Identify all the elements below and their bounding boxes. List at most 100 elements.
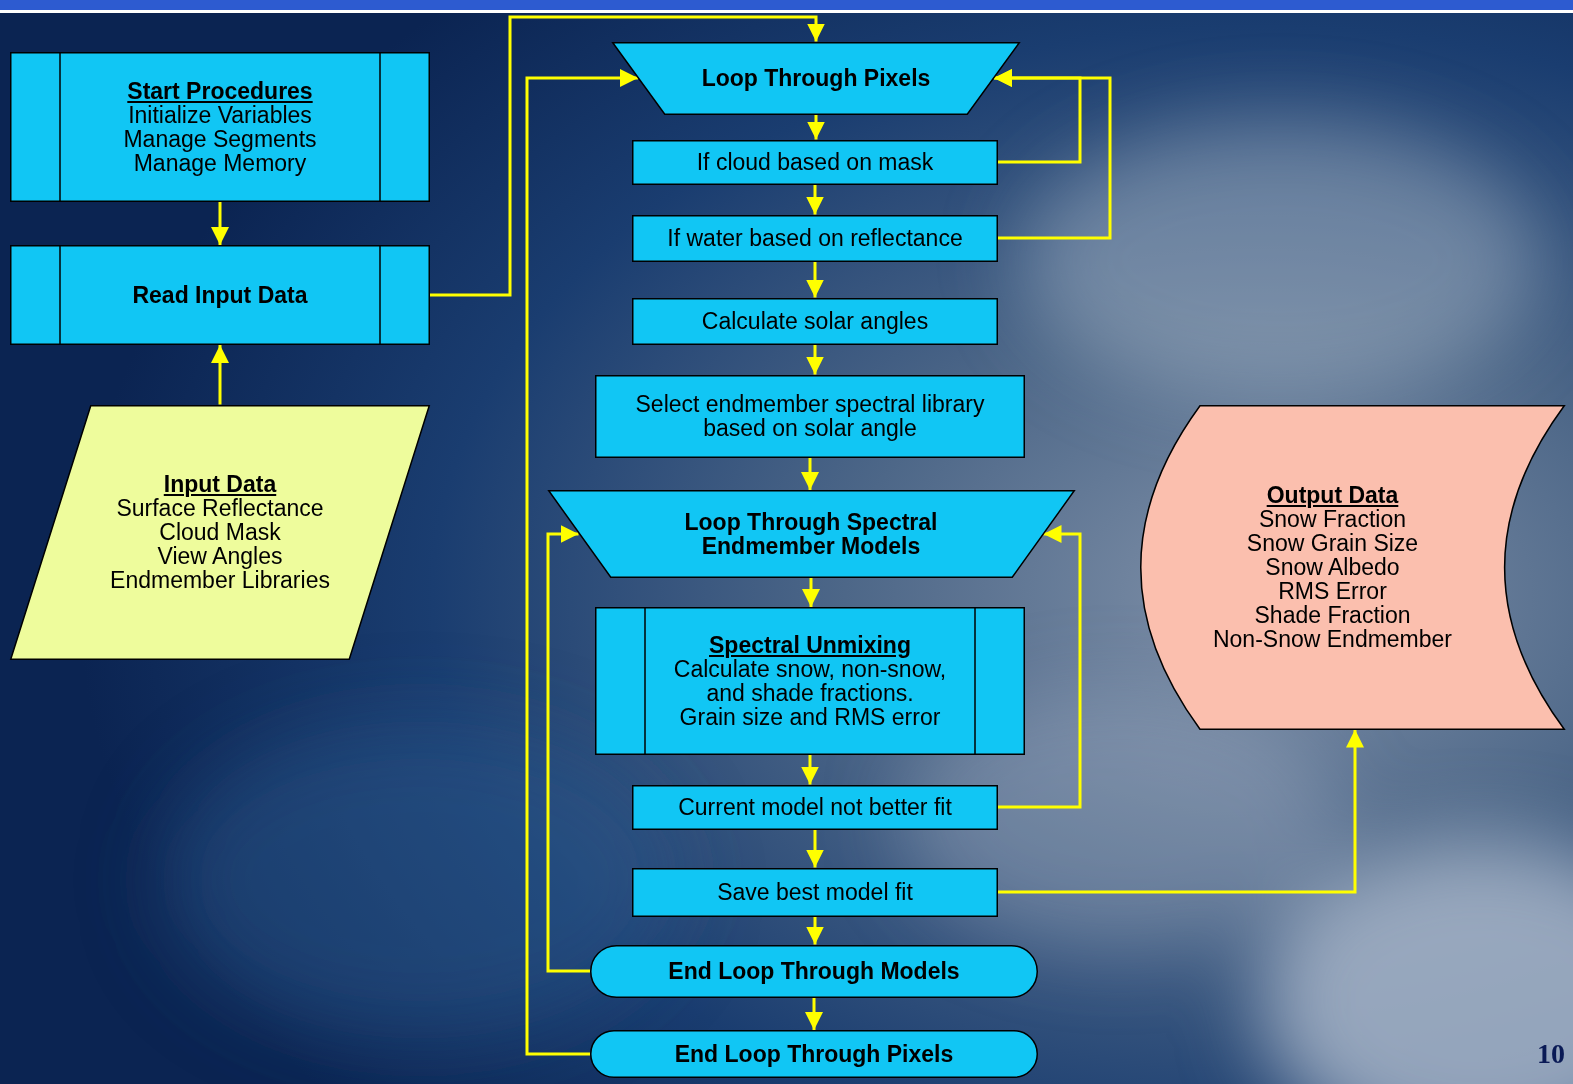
text-group: Save best model fit — [717, 880, 913, 904]
flow-arrow — [814, 262, 817, 298]
flow-arrow — [994, 78, 1110, 238]
text-line: Cloud Mask — [110, 520, 330, 544]
process-bar — [59, 246, 61, 345]
box-text: Loop Through Spectral Endmember Models — [685, 510, 938, 558]
shape-fill — [633, 868, 998, 916]
text-line: Snow Fraction — [1213, 507, 1452, 531]
box-heading: Output Data — [1213, 483, 1452, 507]
text-line: View Angles — [110, 544, 330, 568]
box-text: Calculate solar angles — [702, 309, 928, 333]
top-bar — [0, 0, 1573, 10]
shape-fill — [11, 53, 430, 202]
process-box: Select endmember spectral library based … — [595, 375, 1025, 458]
flow-arrow — [809, 755, 812, 785]
box-text: Read Input Data — [132, 283, 307, 307]
text-line: Snow Albedo — [1213, 555, 1452, 579]
text-line: Shade Fraction — [1213, 603, 1452, 627]
text-group: End Loop Through Models — [668, 959, 959, 983]
process-box: If water based on reflectance — [632, 215, 998, 262]
process-bar — [59, 53, 61, 202]
box-text: Loop Through Pixels — [702, 66, 931, 90]
box-text: Save best model fit — [717, 880, 913, 904]
text-group: Current model not better fit — [678, 795, 952, 819]
process-bar — [379, 246, 381, 345]
box-text: If water based on reflectance — [667, 226, 962, 250]
text-group: Loop Through Spectral Endmember Models — [685, 510, 938, 558]
shape-fill — [11, 246, 430, 345]
text-group: Input DataSurface Reflectance Cloud Mask… — [110, 472, 330, 593]
text-line: Calculate snow, non-snow, — [674, 657, 946, 681]
flow-arrow — [813, 998, 816, 1031]
top-rule — [0, 10, 1573, 13]
process-box: If cloud based on mask — [632, 140, 998, 185]
text-line: Manage Segments — [123, 127, 316, 151]
loop-limit-trapezoid: Loop Through Pixels — [612, 42, 1020, 115]
predefined-process-box: Start ProceduresInitialize Variables Man… — [10, 52, 430, 202]
flow-arrow — [809, 458, 812, 491]
terminator-stadium: End Loop Through Pixels — [590, 1030, 1038, 1078]
text-line: Manage Memory — [123, 151, 316, 175]
text-line: Loop Through Spectral — [685, 510, 938, 534]
flow-arrow — [219, 202, 222, 245]
box-text: If cloud based on mask — [697, 150, 934, 174]
text-line: Initialize Variables — [123, 103, 316, 127]
box-text: Select endmember spectral library based … — [636, 392, 985, 440]
flow-arrow — [994, 78, 1080, 162]
page-number: 10 — [1537, 1038, 1565, 1070]
shape-fill — [591, 1031, 1038, 1078]
text-line: Endmember Models — [685, 534, 938, 558]
flow-arrow — [814, 345, 817, 375]
text-group: If water based on reflectance — [667, 226, 962, 250]
box-text: Calculate snow, non-snow, and shade frac… — [674, 657, 946, 729]
predefined-process-box: Spectral UnmixingCalculate snow, non-sno… — [595, 607, 1025, 755]
flow-arrow — [998, 730, 1355, 893]
shape-fill — [591, 945, 1038, 997]
shape-fill — [633, 785, 998, 829]
box-text: Surface Reflectance Cloud Mask View Angl… — [110, 496, 330, 593]
flow-arrow — [814, 830, 817, 868]
text-group: Loop Through Pixels — [702, 66, 931, 90]
predefined-process-box: Read Input Data — [10, 245, 430, 345]
text-group: Start ProceduresInitialize Variables Man… — [123, 79, 316, 176]
process-box: Current model not better fit — [632, 785, 998, 830]
flow-arrow — [548, 534, 590, 971]
shape-fill — [11, 405, 430, 659]
process-bar — [974, 608, 976, 755]
text-line: Select endmember spectral library — [636, 392, 985, 416]
flow-arrow — [810, 578, 813, 607]
flow-arrow — [219, 345, 222, 405]
text-group: Read Input Data — [132, 283, 307, 307]
text-group: Spectral UnmixingCalculate snow, non-sno… — [674, 633, 946, 730]
text-line: RMS Error — [1213, 579, 1452, 603]
text-group: Output DataSnow Fraction Snow Grain Size… — [1213, 483, 1452, 652]
process-bar — [644, 608, 646, 755]
text-line: Grain size and RMS error — [674, 705, 946, 729]
text-line: based on solar angle — [636, 416, 985, 440]
terminator-stadium: End Loop Through Models — [590, 945, 1038, 998]
shape-fill — [1141, 405, 1565, 729]
loop-limit-trapezoid: Loop Through Spectral Endmember Models — [548, 490, 1075, 578]
box-heading: Input Data — [110, 472, 330, 496]
flow-arrow — [815, 115, 818, 140]
box-text: Snow Fraction Snow Grain Size Snow Albed… — [1213, 507, 1452, 652]
box-heading: Start Procedures — [123, 79, 316, 103]
stored-data-shape: Output DataSnow Fraction Snow Grain Size… — [1140, 405, 1565, 730]
text-line: Surface Reflectance — [110, 496, 330, 520]
box-text: Current model not better fit — [678, 795, 952, 819]
text-line: and shade fractions. — [674, 681, 946, 705]
shape-fill — [548, 491, 1074, 578]
shape-fill — [633, 215, 998, 261]
shape-fill — [633, 140, 998, 184]
box-text: End Loop Through Models — [668, 959, 959, 983]
flow-arrow — [814, 185, 817, 215]
shape-fill — [633, 298, 998, 344]
shape-fill — [596, 608, 1025, 755]
input-parallelogram: Input DataSurface Reflectance Cloud Mask… — [10, 405, 430, 660]
flow-arrow — [814, 917, 817, 945]
text-line: Non-Snow Endmember — [1213, 627, 1452, 651]
shape-fill — [596, 375, 1025, 457]
shape-fill — [613, 42, 1020, 114]
text-group: End Loop Through Pixels — [675, 1042, 954, 1066]
text-group: Select endmember spectral library based … — [636, 392, 985, 440]
text-line: Endmember Libraries — [110, 568, 330, 592]
